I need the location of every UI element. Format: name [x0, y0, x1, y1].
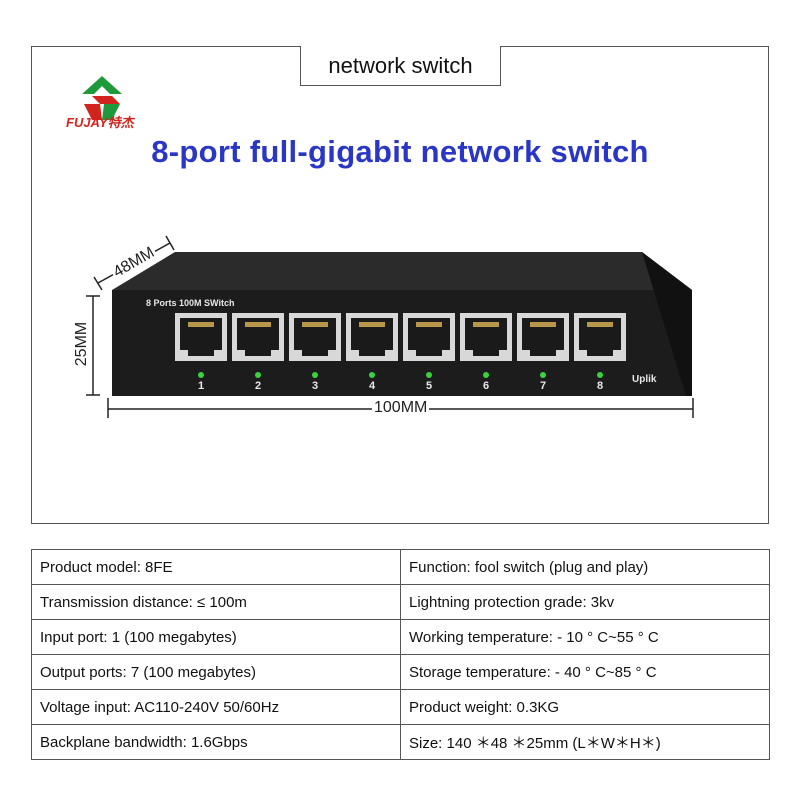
- spec-cell-left: Backplane bandwidth: 1.6Gbps: [31, 724, 401, 760]
- port-socket: [180, 318, 222, 356]
- port-number: 2: [254, 380, 262, 392]
- status-led-icon: [483, 372, 489, 378]
- category-tag: network switch: [300, 46, 501, 86]
- brand-logo-icon: [82, 76, 122, 120]
- port-pins: [587, 322, 613, 327]
- port-socket: [294, 318, 336, 356]
- port-number: 1: [197, 380, 205, 392]
- uplink-label: Uplik: [632, 374, 657, 385]
- spec-cell-left: Input port: 1 (100 megabytes): [31, 619, 401, 655]
- spec-row: Output ports: 7 (100 megabytes)Storage t…: [31, 654, 770, 690]
- port-pins: [473, 322, 499, 327]
- port-number: 5: [425, 380, 433, 392]
- spec-cell-right: Working temperature: - 10 ° C~55 ° C: [400, 619, 770, 655]
- leds-group: [198, 372, 603, 378]
- port-socket: [237, 318, 279, 356]
- port-pins: [302, 322, 328, 327]
- spec-cell-left: Output ports: 7 (100 megabytes): [31, 654, 401, 690]
- width-dimension-label: 100MM: [372, 399, 430, 417]
- status-led-icon: [426, 372, 432, 378]
- status-led-icon: [597, 372, 603, 378]
- status-led-icon: [369, 372, 375, 378]
- status-led-icon: [540, 372, 546, 378]
- port-socket: [465, 318, 507, 356]
- port-socket: [408, 318, 450, 356]
- ports-group: [175, 313, 626, 361]
- port-pins: [359, 322, 385, 327]
- status-led-icon: [255, 372, 261, 378]
- status-led-icon: [198, 372, 204, 378]
- product-headline: 8-port full-gigabit network switch: [151, 134, 649, 169]
- status-led-icon: [312, 372, 318, 378]
- panel-label: 8 Ports 100M SWitch: [146, 298, 235, 308]
- port-pins: [188, 322, 214, 327]
- port-number: 8: [596, 380, 604, 392]
- port-socket: [579, 318, 621, 356]
- spec-cell-left: Voltage input: AC110-240V 50/60Hz: [31, 689, 401, 725]
- port-number: 4: [368, 380, 376, 392]
- brand-name: FUJAY特杰: [66, 115, 134, 130]
- spec-cell-right: Function: fool switch (plug and play): [400, 549, 770, 585]
- port-socket: [351, 318, 393, 356]
- spec-cell-right: Storage temperature: - 40 ° C~85 ° C: [400, 654, 770, 690]
- port-pins: [245, 322, 271, 327]
- height-dimension-label: 25MM: [73, 319, 92, 369]
- port-pins: [530, 322, 556, 327]
- spec-cell-right: Size: 140 ＊48 ＊25mm (L＊W＊H＊): [400, 724, 770, 760]
- port-number: 6: [482, 380, 490, 392]
- spec-cell-left: Product model: 8FE: [31, 549, 401, 585]
- port-number: 7: [539, 380, 547, 392]
- port-pins: [416, 322, 442, 327]
- port-socket: [522, 318, 564, 356]
- spec-row: Input port: 1 (100 megabytes)Working tem…: [31, 619, 770, 655]
- spec-cell-left: Transmission distance: ≤ 100m: [31, 584, 401, 620]
- spec-cell-right: Product weight: 0.3KG: [400, 689, 770, 725]
- port-number: 3: [311, 380, 319, 392]
- spec-cell-right: Lightning protection grade: 3kv: [400, 584, 770, 620]
